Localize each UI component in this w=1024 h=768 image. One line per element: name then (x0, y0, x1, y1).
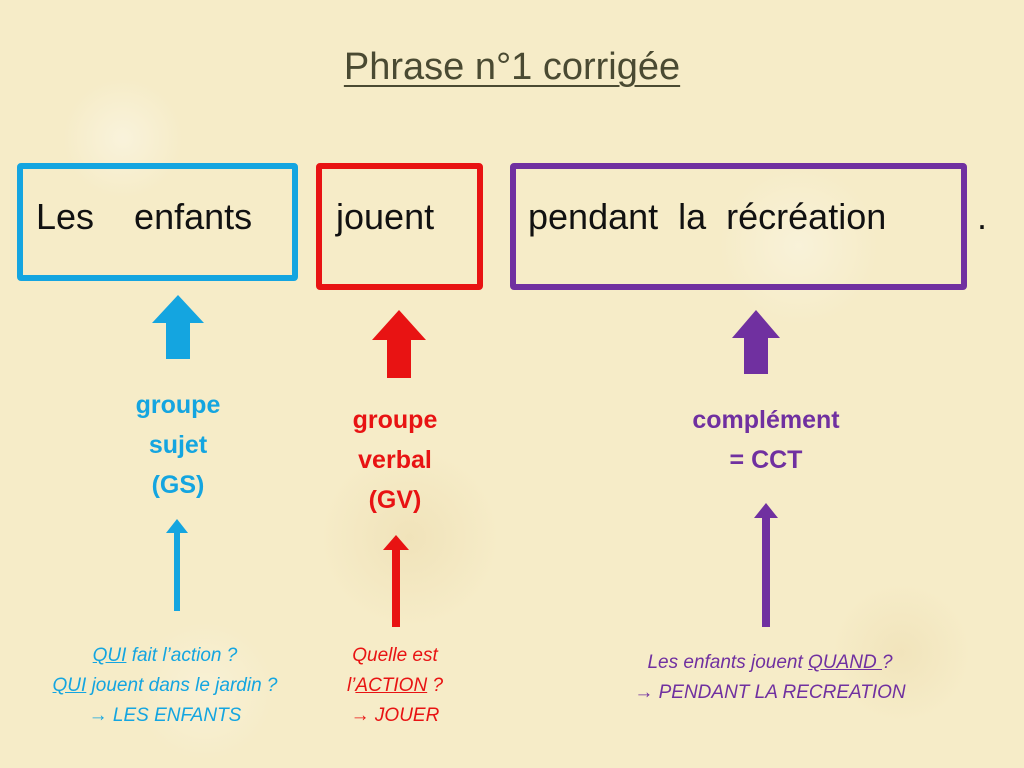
verb-thin-arrow-icon (383, 535, 409, 627)
subject-label-line: (GS) (151, 471, 205, 499)
complement-label-line: = CCT (729, 446, 803, 474)
subject-answer: → LES ENFANTS (88, 705, 242, 726)
subject-up-arrow-icon (152, 295, 204, 359)
verb-up-arrow-icon (372, 310, 426, 378)
complement-label: complément = CCT (626, 400, 906, 480)
question-keyword: QUI (92, 645, 127, 666)
question-keyword: QUAND (808, 652, 882, 673)
complement-question-line1: Les enfants jouent QUAND ? (590, 648, 950, 678)
subject-group-text: Les enfants (36, 196, 253, 237)
complement-question: Les enfants jouent QUAND ? → PENDANT LA … (590, 648, 950, 708)
complement-group-box (510, 163, 967, 290)
subject-thin-arrow-icon (166, 519, 188, 611)
subject-question: QUI fait l’action ? QUI jouent dans le j… (0, 641, 330, 731)
complement-thin-arrow-icon (754, 503, 778, 627)
sentence-period: . (977, 196, 988, 237)
verb-group-text: jouent (336, 196, 435, 237)
verb-question: Quelle est l’ACTION ? → JOUER (320, 641, 470, 731)
slide-title: Phrase n°1 corrigée (343, 46, 681, 88)
verb-question-line2: l’ACTION ? (320, 671, 470, 701)
verb-label-line: (GV) (368, 486, 422, 514)
complement-up-arrow-icon (732, 310, 780, 374)
subject-label: groupe sujet (GS) (88, 385, 268, 505)
subject-question-line2: QUI jouent dans le jardin ? (0, 671, 330, 701)
question-text: ? (427, 675, 444, 696)
verb-group-box (316, 163, 483, 290)
complement-answer: → PENDANT LA RECREATION (634, 682, 906, 703)
subject-question-line1: QUI fait l’action ? (0, 641, 330, 671)
subject-label-line: sujet (148, 431, 208, 459)
question-text: jouent dans le jardin ? (86, 675, 278, 696)
subject-label-line: groupe (135, 391, 221, 419)
subject-group-box (17, 163, 298, 281)
verb-label-line: groupe (352, 406, 438, 434)
question-text: l’ (346, 675, 356, 696)
verb-label-line: verbal (358, 446, 432, 474)
question-keyword: ACTION (355, 675, 428, 696)
verb-answer: → JOUER (350, 705, 440, 726)
verb-label: groupe verbal (GV) (305, 400, 485, 520)
question-text: Les enfants jouent (647, 652, 809, 673)
question-keyword: QUI (52, 675, 87, 696)
complement-label-line: complément (692, 406, 840, 434)
question-text: fait l’action ? (126, 645, 238, 666)
question-text: ? (881, 652, 893, 673)
verb-question-line1: Quelle est (352, 645, 438, 666)
complement-group-text: pendant la récréation (528, 196, 887, 237)
